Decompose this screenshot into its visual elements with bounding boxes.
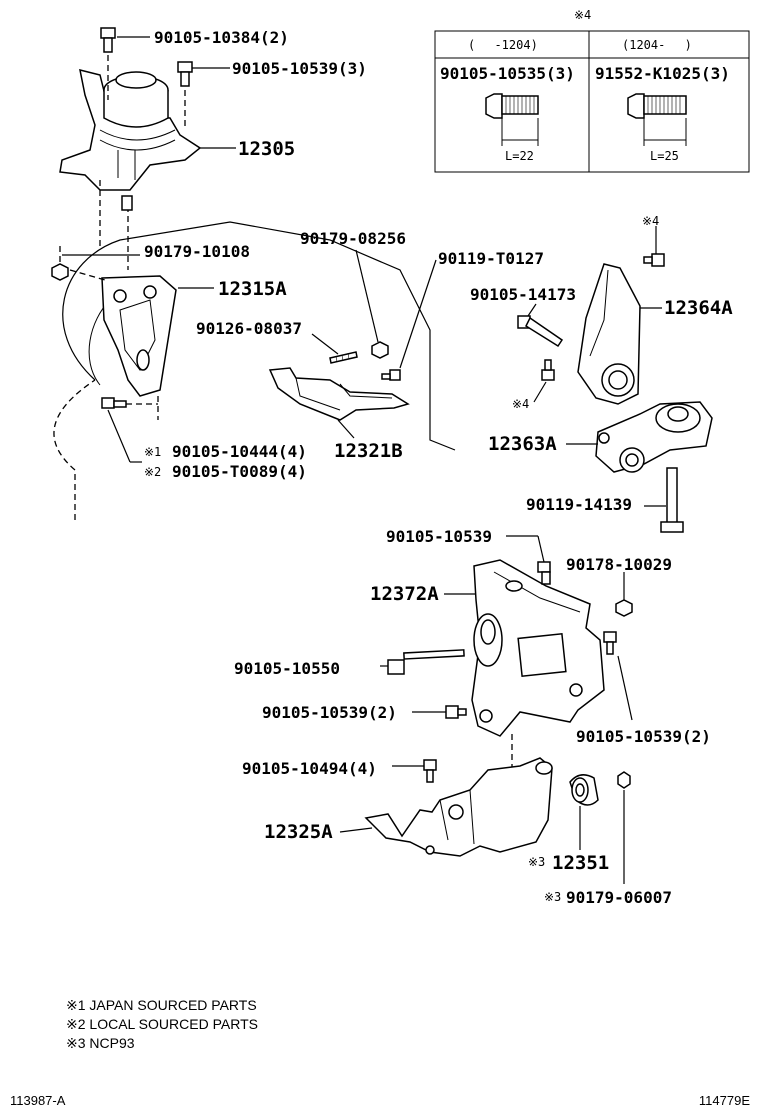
bolt-icon	[381, 369, 401, 381]
bolt-icon	[121, 195, 133, 211]
table-col1-header: ( -1204)	[468, 38, 538, 52]
footnotes: ※1 JAPAN SOURCED PARTS ※2 LOCAL SOURCED …	[66, 996, 258, 1053]
nut-icon	[51, 263, 69, 281]
bolt-icon	[537, 561, 551, 585]
mark-ncp93-a: ※3	[528, 855, 545, 869]
label-90105-10444: 90105-10444(4)	[172, 442, 307, 461]
variant-table: ※4 ( -1204) (1204- ) 90105-10535(3) 9155…	[434, 8, 750, 173]
label-90178-10029: 90178-10029	[566, 555, 672, 574]
label-90179-08256: 90179-08256	[300, 229, 406, 248]
bolt-icon	[660, 467, 684, 533]
table-col2-header: (1204- )	[622, 38, 692, 52]
nut-icon	[615, 599, 633, 617]
bolt-icon	[485, 93, 539, 146]
table-col2-length: L=25	[650, 149, 679, 163]
mark-ncp93-b: ※3	[544, 890, 561, 904]
bolt-icon	[541, 359, 555, 381]
mark-japan: ※1	[144, 445, 161, 459]
table-col2-part: 91552-K1025(3)	[595, 64, 730, 83]
label-90179-10108: 90179-10108	[144, 242, 250, 261]
note-ncp93: ※3 NCP93	[66, 1035, 135, 1051]
label-90119-14139: 90119-14139	[526, 495, 632, 514]
label-12315A: 12315A	[218, 278, 287, 300]
label-12364A: 12364A	[664, 297, 733, 319]
illustration-id: 113987-A	[10, 1093, 66, 1108]
mark-note-4: ※4	[642, 214, 659, 228]
mark-note-4-left: ※4	[512, 397, 529, 411]
bolt-icon	[101, 397, 127, 409]
label-90126-08037: 90126-08037	[196, 319, 302, 338]
table-col1-part: 90105-10535(3)	[440, 64, 575, 83]
catalog-id: 114779E	[698, 1093, 750, 1108]
mount-12363A	[595, 401, 713, 473]
label-90105-10539-2b: 90105-10539(2)	[576, 727, 711, 746]
bolt-icon	[643, 253, 665, 267]
table-col1-length: L=22	[505, 149, 534, 163]
bracket-12364A	[577, 263, 641, 405]
label-12321B: 12321B	[334, 440, 403, 462]
mark-local: ※2	[144, 465, 161, 479]
bolt-icon	[423, 759, 437, 783]
label-90105-10539-2a: 90105-10539(2)	[262, 703, 397, 722]
bolt-icon	[517, 315, 564, 348]
label-12351: 12351	[552, 852, 609, 874]
label-90105-T0089: 90105-T0089(4)	[172, 462, 307, 481]
bolt-icon	[387, 649, 465, 675]
bolt-icon	[627, 93, 687, 146]
bolt-icon	[177, 61, 193, 87]
label-90119-T0127: 90119-T0127	[438, 249, 544, 268]
bracket-12325A	[364, 757, 553, 857]
label-12305: 12305	[238, 138, 295, 160]
label-90105-10384: 90105-10384(2)	[154, 28, 289, 47]
nut-icon	[371, 341, 389, 359]
bushing-12351	[569, 774, 599, 806]
bracket-12321B	[268, 367, 410, 421]
label-90105-10494: 90105-10494(4)	[242, 759, 377, 778]
note-local: ※2 LOCAL SOURCED PARTS	[66, 1016, 258, 1032]
nut-icon	[617, 771, 631, 789]
engine-mount-12305	[59, 68, 202, 191]
bolt-icon	[100, 27, 116, 53]
label-90179-06007: 90179-06007	[566, 888, 672, 907]
bolt-icon	[603, 631, 617, 655]
label-90105-10539-a: 90105-10539	[386, 527, 492, 546]
bracket-12372A	[471, 559, 605, 737]
label-12372A: 12372A	[370, 583, 439, 605]
bolt-icon	[445, 705, 467, 719]
note-japan: ※1 JAPAN SOURCED PARTS	[66, 997, 257, 1013]
table-note-mark: ※4	[574, 8, 591, 22]
label-90105-14173: 90105-14173	[470, 285, 576, 304]
stud-icon	[329, 351, 358, 364]
label-90105-10550: 90105-10550	[234, 659, 340, 678]
label-12325A: 12325A	[264, 821, 333, 843]
label-90105-10539-3: 90105-10539(3)	[232, 59, 367, 78]
bracket-12315A	[101, 275, 177, 397]
label-12363A: 12363A	[488, 433, 557, 455]
